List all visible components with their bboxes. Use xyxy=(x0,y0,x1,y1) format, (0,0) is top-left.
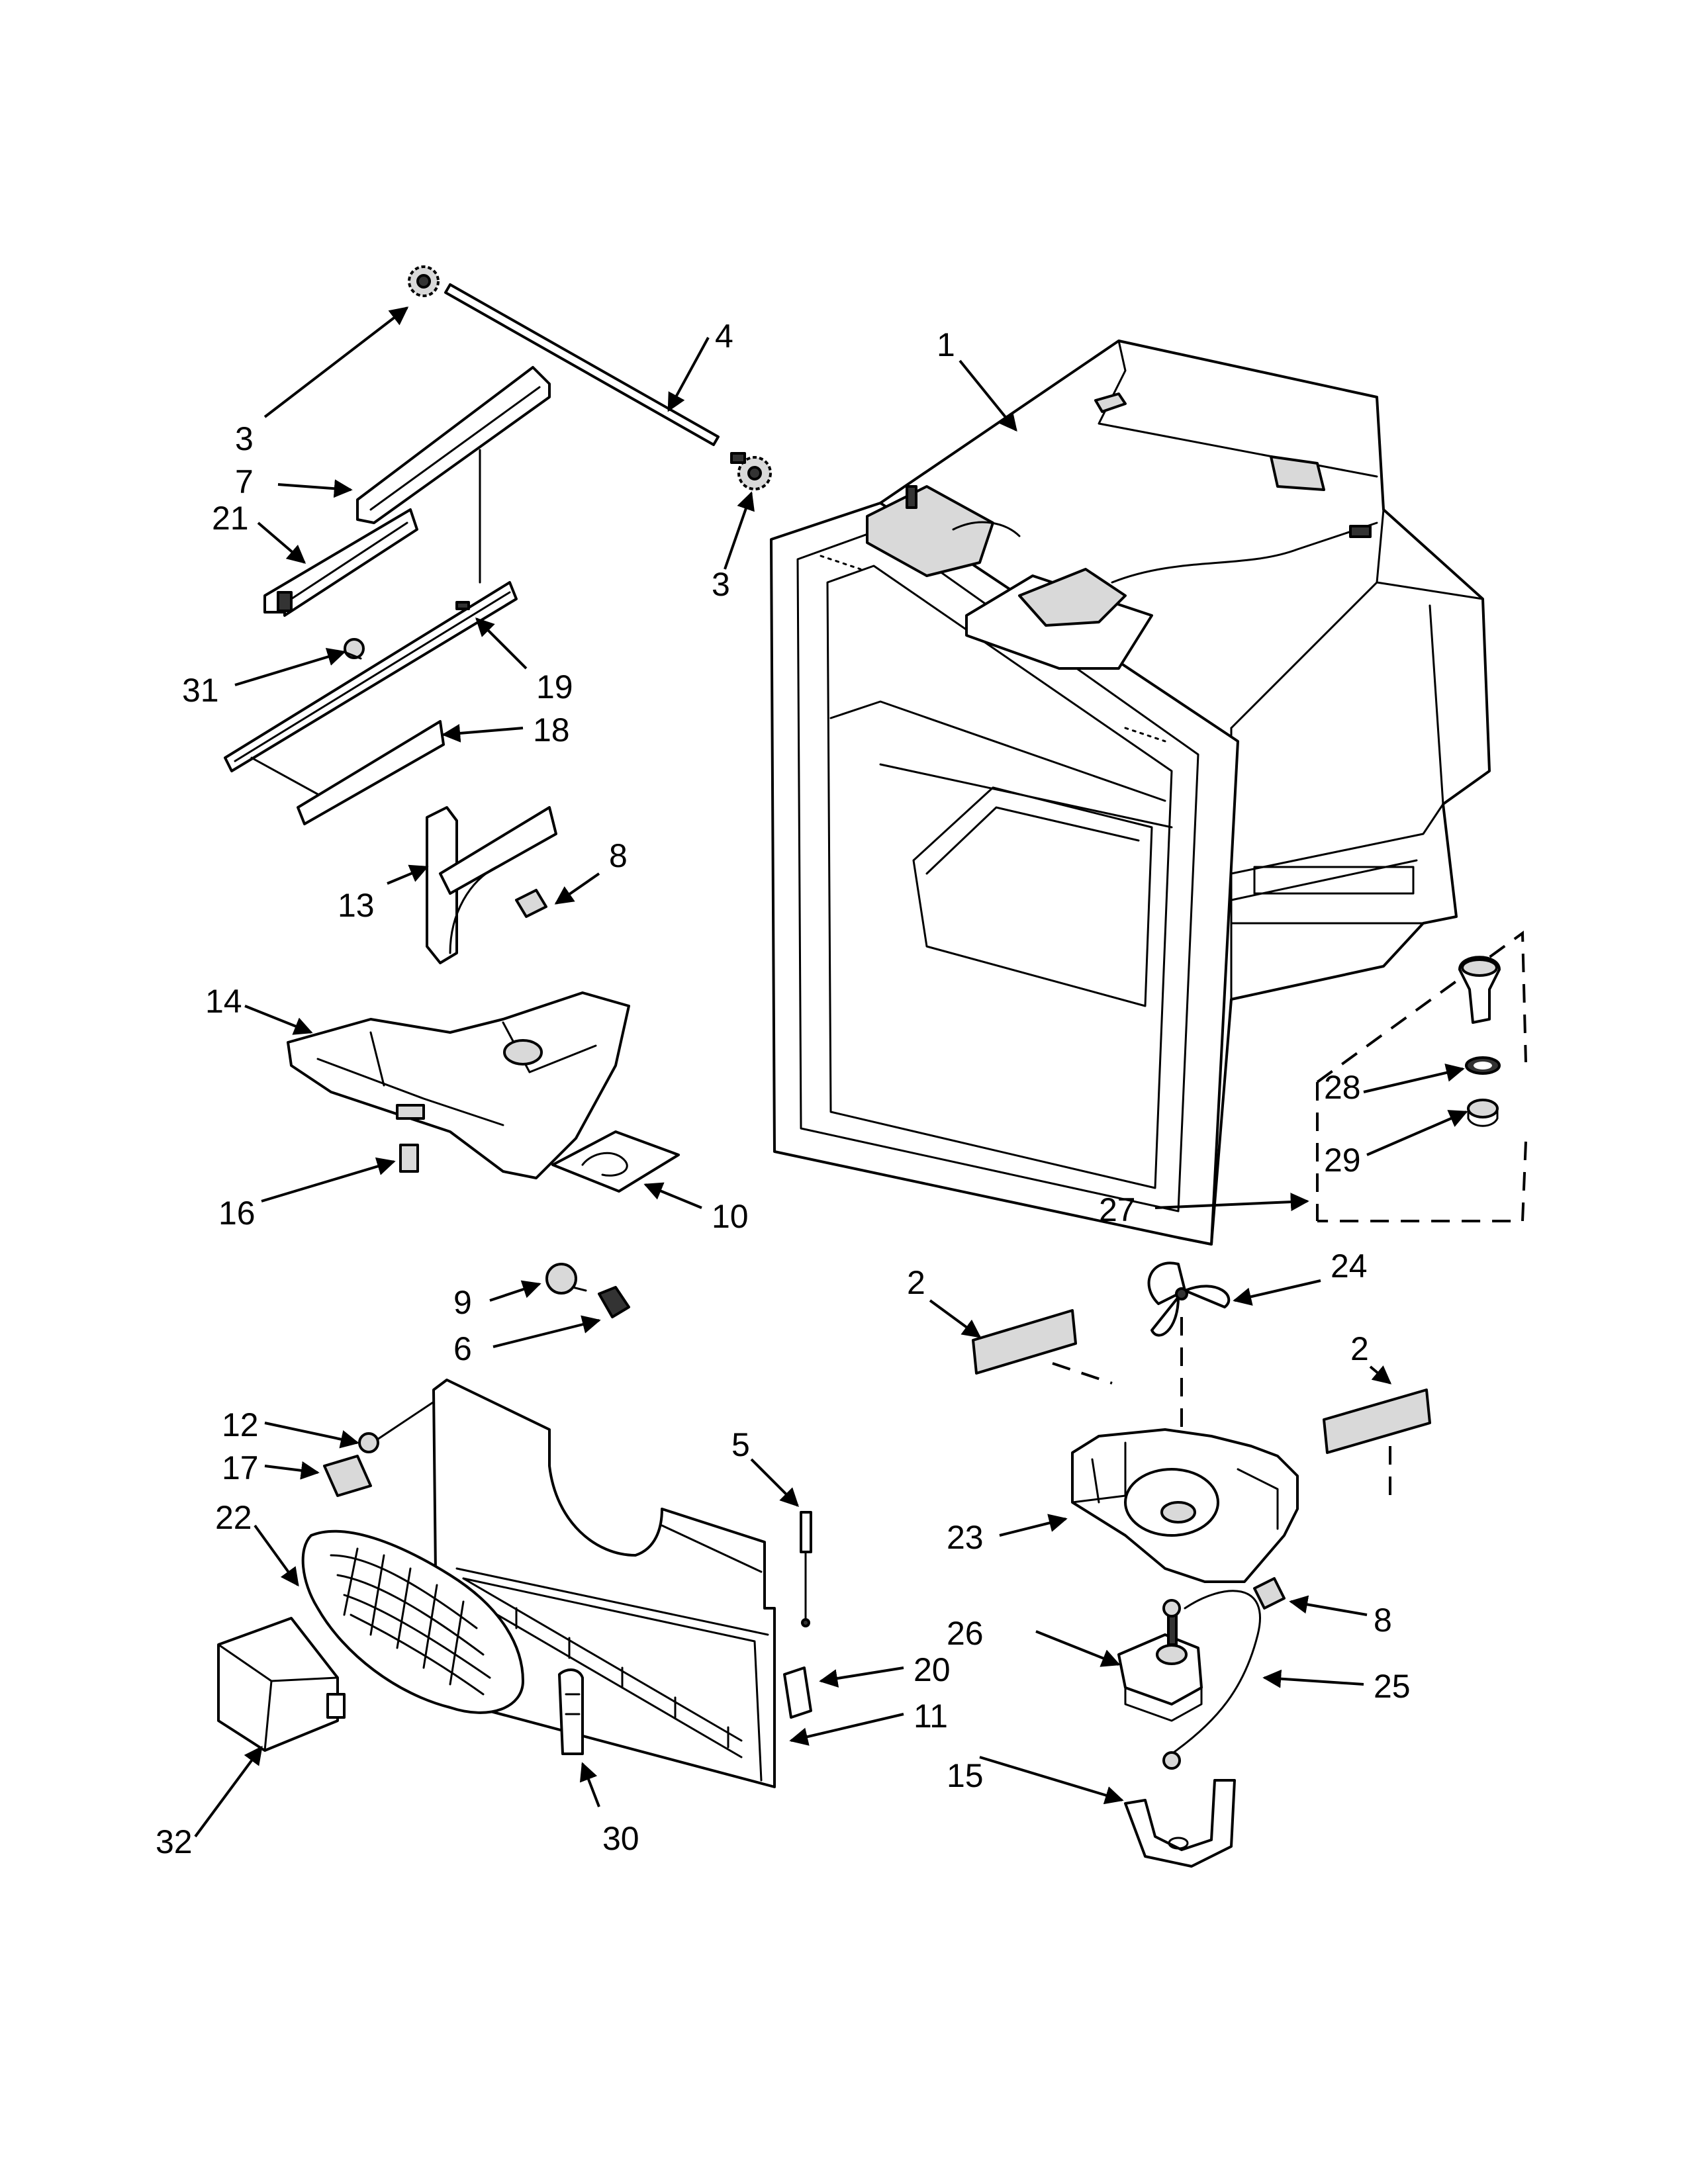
callout-32: 32 xyxy=(156,1823,193,1860)
callout-29: 29 xyxy=(1324,1142,1361,1179)
panel-11-part xyxy=(432,1379,776,1788)
fan-housing-23-part xyxy=(1071,1428,1299,1583)
callout-3-right: 3 xyxy=(712,566,730,603)
callout-10: 10 xyxy=(712,1198,749,1235)
bracket-13-part xyxy=(426,806,557,964)
callout-9: 9 xyxy=(453,1284,472,1321)
callout-14: 14 xyxy=(205,983,242,1020)
freezer-liner-part xyxy=(770,340,1491,1246)
callout-15: 15 xyxy=(947,1757,984,1794)
vent-grille-11-part xyxy=(462,1577,743,1758)
callout-17: 17 xyxy=(222,1449,259,1486)
shaft-part xyxy=(444,283,720,446)
slide-18-part xyxy=(250,720,445,825)
callout-2-left: 2 xyxy=(907,1264,925,1301)
callout-30: 30 xyxy=(602,1820,639,1857)
gear-left-part xyxy=(408,265,440,297)
gear-right-part xyxy=(730,452,772,490)
grommet-29-part xyxy=(1467,1099,1499,1127)
callout-7: 7 xyxy=(235,463,254,500)
callout-5: 5 xyxy=(731,1426,750,1463)
callout-24: 24 xyxy=(1331,1248,1368,1285)
callout-labels: 1 2 2 3 3 4 5 6 7 8 8 9 10 11 12 13 14 1… xyxy=(156,318,1411,1860)
bracket-21-part xyxy=(263,508,418,617)
socket-6-part xyxy=(598,1286,630,1318)
clip-30-part xyxy=(558,1668,584,1755)
callout-19: 19 xyxy=(536,668,573,705)
fan-blade-24-part xyxy=(1147,1261,1231,1337)
drain-kit-27-bracket xyxy=(1316,931,1527,1222)
callout-8-lower: 8 xyxy=(1374,1602,1392,1639)
callout-26: 26 xyxy=(947,1615,984,1652)
drain-fitting-part xyxy=(1458,956,1501,1024)
switch-16-part xyxy=(399,1144,419,1173)
callout-16: 16 xyxy=(218,1195,256,1232)
callout-1: 1 xyxy=(937,326,955,363)
clip-17-part xyxy=(323,1455,372,1497)
slide-19-part xyxy=(224,581,518,772)
screw-12-part xyxy=(358,1398,438,1453)
motor-26-part xyxy=(1117,1599,1203,1722)
callout-18: 18 xyxy=(533,711,570,749)
wire-harness-25-part xyxy=(1162,1590,1261,1770)
screw-31-part xyxy=(343,638,365,660)
bulb-9-part xyxy=(545,1263,587,1295)
rail-top-part xyxy=(356,366,551,584)
callout-11: 11 xyxy=(914,1698,948,1735)
callout-23: 23 xyxy=(947,1519,984,1556)
assembly-guide-lines xyxy=(1052,1317,1391,1496)
callout-27: 27 xyxy=(1099,1191,1136,1228)
leader-arrows xyxy=(194,306,1468,1838)
oring-28-part xyxy=(1465,1056,1501,1075)
screw-8-upper-part xyxy=(515,889,547,918)
cover-32-part xyxy=(217,1617,346,1752)
screw-8-lower-part xyxy=(1253,1577,1286,1610)
pad-2-right-part xyxy=(1323,1388,1431,1454)
callout-8-upper: 8 xyxy=(609,837,628,874)
callout-13: 13 xyxy=(338,887,375,924)
callout-3-left: 3 xyxy=(235,420,254,457)
strip-20-part xyxy=(783,1666,812,1719)
callout-31: 31 xyxy=(182,672,219,709)
callout-20: 20 xyxy=(914,1651,951,1688)
callout-2-right: 2 xyxy=(1350,1330,1369,1367)
callout-21: 21 xyxy=(212,500,249,537)
callout-25: 25 xyxy=(1374,1668,1411,1705)
pad-10-part xyxy=(551,1130,680,1193)
bracket-15-part xyxy=(1124,1779,1236,1868)
housing-14-part xyxy=(287,991,630,1179)
callout-4: 4 xyxy=(715,318,733,355)
callout-28: 28 xyxy=(1324,1069,1361,1106)
grille-22-part xyxy=(301,1529,524,1714)
callout-12: 12 xyxy=(222,1406,259,1443)
pad-2-left-part xyxy=(972,1309,1077,1375)
thermistor-5-part xyxy=(800,1511,812,1627)
callout-22: 22 xyxy=(215,1499,252,1536)
callout-6: 6 xyxy=(453,1330,472,1367)
